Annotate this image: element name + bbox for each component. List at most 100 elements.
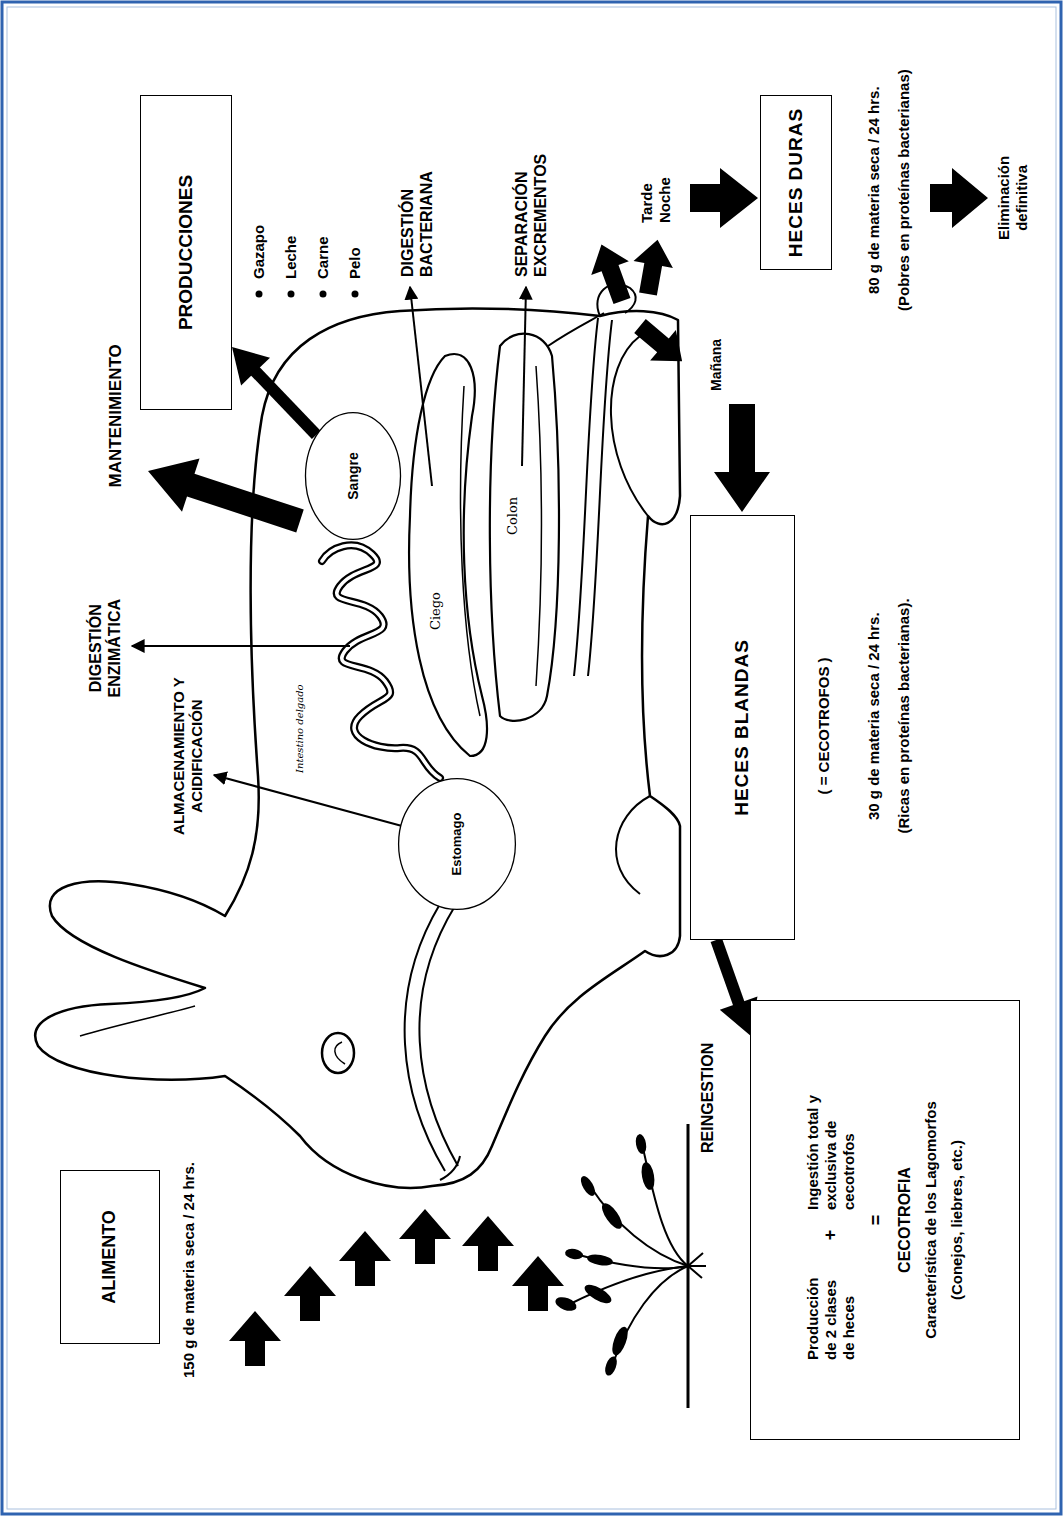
blood-oval: Sangre bbox=[305, 412, 401, 540]
small-intestine bbox=[322, 545, 440, 778]
label-text: Ciego bbox=[428, 591, 444, 631]
rabbit-haunch bbox=[611, 336, 648, 516]
label-text: Carne bbox=[314, 235, 332, 280]
feed-arrow bbox=[399, 1209, 451, 1264]
label-text: Intestino delgado bbox=[294, 683, 306, 774]
rectum-wall bbox=[574, 318, 598, 676]
rabbit-foreleg bbox=[616, 796, 650, 894]
plant-leaf bbox=[565, 1249, 582, 1260]
feed-arrow bbox=[229, 1311, 281, 1366]
hard-feces-arrow bbox=[690, 168, 758, 228]
rabbit-ear-line bbox=[80, 1006, 195, 1036]
plant-leaf bbox=[635, 1134, 646, 1153]
oval-shape bbox=[399, 779, 516, 910]
node-text: (Conejos, liebres, etc.) bbox=[948, 1080, 966, 1360]
bullet bbox=[352, 291, 359, 298]
node-text: Sangre bbox=[345, 452, 362, 499]
label-text: (Pobres en proteínas bacterianas) bbox=[895, 68, 913, 312]
bullet-points bbox=[256, 291, 359, 298]
label-text: 80 g de materia seca / 24 hrs. bbox=[865, 85, 883, 295]
plant-stem bbox=[590, 1186, 688, 1266]
soft-feces-arrow bbox=[627, 311, 695, 377]
output-box: PRODUCCIONES bbox=[140, 95, 232, 410]
plant-drawing bbox=[555, 1124, 706, 1408]
elimination-arrow bbox=[930, 168, 988, 228]
label-text: Mañana bbox=[708, 338, 725, 392]
plant-leaf bbox=[555, 1296, 577, 1312]
small-intestine-lumen bbox=[322, 545, 440, 778]
organ-oval: Estomago bbox=[398, 778, 516, 910]
caecum-fold bbox=[461, 386, 480, 716]
bullet bbox=[288, 291, 295, 298]
label-text: REINGESTION bbox=[698, 1042, 717, 1154]
plant-leaf bbox=[583, 1283, 612, 1306]
label-text: DIGESTIÓN BACTERIANA bbox=[398, 170, 436, 278]
caecum bbox=[409, 354, 487, 756]
label-text: Tarde Noche bbox=[638, 176, 674, 224]
plant-leaf bbox=[587, 1254, 612, 1266]
bullet bbox=[256, 291, 263, 298]
input-box: ALIMENTO bbox=[60, 1170, 160, 1344]
esophagus-wall bbox=[419, 906, 458, 1166]
page-frame-inner bbox=[7, 7, 1056, 1509]
node-text: Característica de los Lagomorfos bbox=[922, 1080, 940, 1360]
plant-roots bbox=[688, 1253, 706, 1278]
rabbit-eye-detail bbox=[335, 1042, 345, 1064]
plant-leaf bbox=[604, 1356, 618, 1376]
bullet bbox=[320, 291, 327, 298]
feed-arrow bbox=[284, 1266, 336, 1321]
label-text: 30 g de materia seca / 24 hrs. bbox=[865, 611, 883, 821]
rabbit-outline bbox=[35, 309, 680, 1188]
hard-feces-arrow bbox=[583, 238, 641, 308]
leader-line bbox=[132, 645, 350, 647]
label-text: Pelo bbox=[346, 246, 364, 280]
node-text: HECES DURAS bbox=[785, 108, 808, 257]
rectum-wall bbox=[588, 320, 612, 676]
plant-leaf bbox=[611, 1326, 630, 1356]
arrow-head bbox=[232, 347, 270, 385]
leader-line bbox=[214, 775, 402, 826]
oval-shape bbox=[305, 413, 400, 540]
feed-arrow bbox=[339, 1231, 391, 1286]
feed-arrows bbox=[229, 1209, 564, 1366]
plant-stem bbox=[612, 1266, 688, 1366]
label-text: ( = CECOTROFOS ) bbox=[815, 656, 833, 795]
rabbit-eye bbox=[322, 1033, 354, 1073]
plant-leaf bbox=[580, 1175, 597, 1196]
node-text: ALIMENTO bbox=[99, 1210, 121, 1304]
feces-box: HECES DURAS bbox=[760, 95, 832, 270]
node-text: PRODUCCIONES bbox=[175, 175, 198, 330]
summary-box: Producción de 2 clases de heces+Ingestió… bbox=[750, 1000, 1020, 1440]
arrow-shaft bbox=[716, 940, 742, 1013]
colon-fold bbox=[536, 366, 542, 686]
label-text: (Ricas en proteínas bacterianas). bbox=[895, 597, 913, 834]
label-text: Leche bbox=[282, 235, 300, 280]
label-text: MANTENIMIENTO bbox=[106, 343, 126, 488]
node-text: + bbox=[820, 1210, 842, 1260]
rabbit-body bbox=[35, 284, 680, 1188]
label-text: SEPARACIÓN EXCREMENTOS bbox=[512, 153, 550, 278]
node-text: Producción de 2 clases de heces bbox=[804, 1260, 858, 1360]
esophagus-wall bbox=[405, 904, 445, 1171]
label-text: ALMACENAMIENTO Y ACIDIFICACIÓN bbox=[170, 673, 206, 840]
plant-stem bbox=[642, 1144, 688, 1266]
leader-line bbox=[522, 287, 526, 466]
feed-arrow bbox=[462, 1216, 514, 1271]
flow-block-arrows bbox=[139, 168, 988, 548]
node-text: = bbox=[866, 1080, 888, 1360]
node-text: CECOTROFIA bbox=[895, 1080, 914, 1360]
plant-leaf bbox=[600, 1202, 624, 1231]
arrow-shaft bbox=[249, 364, 317, 435]
label-text: DIGESTIÓN ENZIMÁTICA bbox=[86, 598, 124, 699]
leader-line bbox=[410, 287, 432, 486]
feed-arrow bbox=[512, 1256, 564, 1311]
label-text: Colon bbox=[505, 496, 521, 536]
label-text: 150 g de materia seca / 24 hrs. bbox=[180, 1161, 198, 1379]
feces-box: HECES BLANDAS bbox=[690, 515, 795, 940]
flow-arrow bbox=[232, 347, 316, 435]
soft-feces-arrow bbox=[714, 404, 770, 512]
plant-leaf bbox=[641, 1162, 655, 1189]
label-text: Gazapo bbox=[250, 224, 268, 280]
